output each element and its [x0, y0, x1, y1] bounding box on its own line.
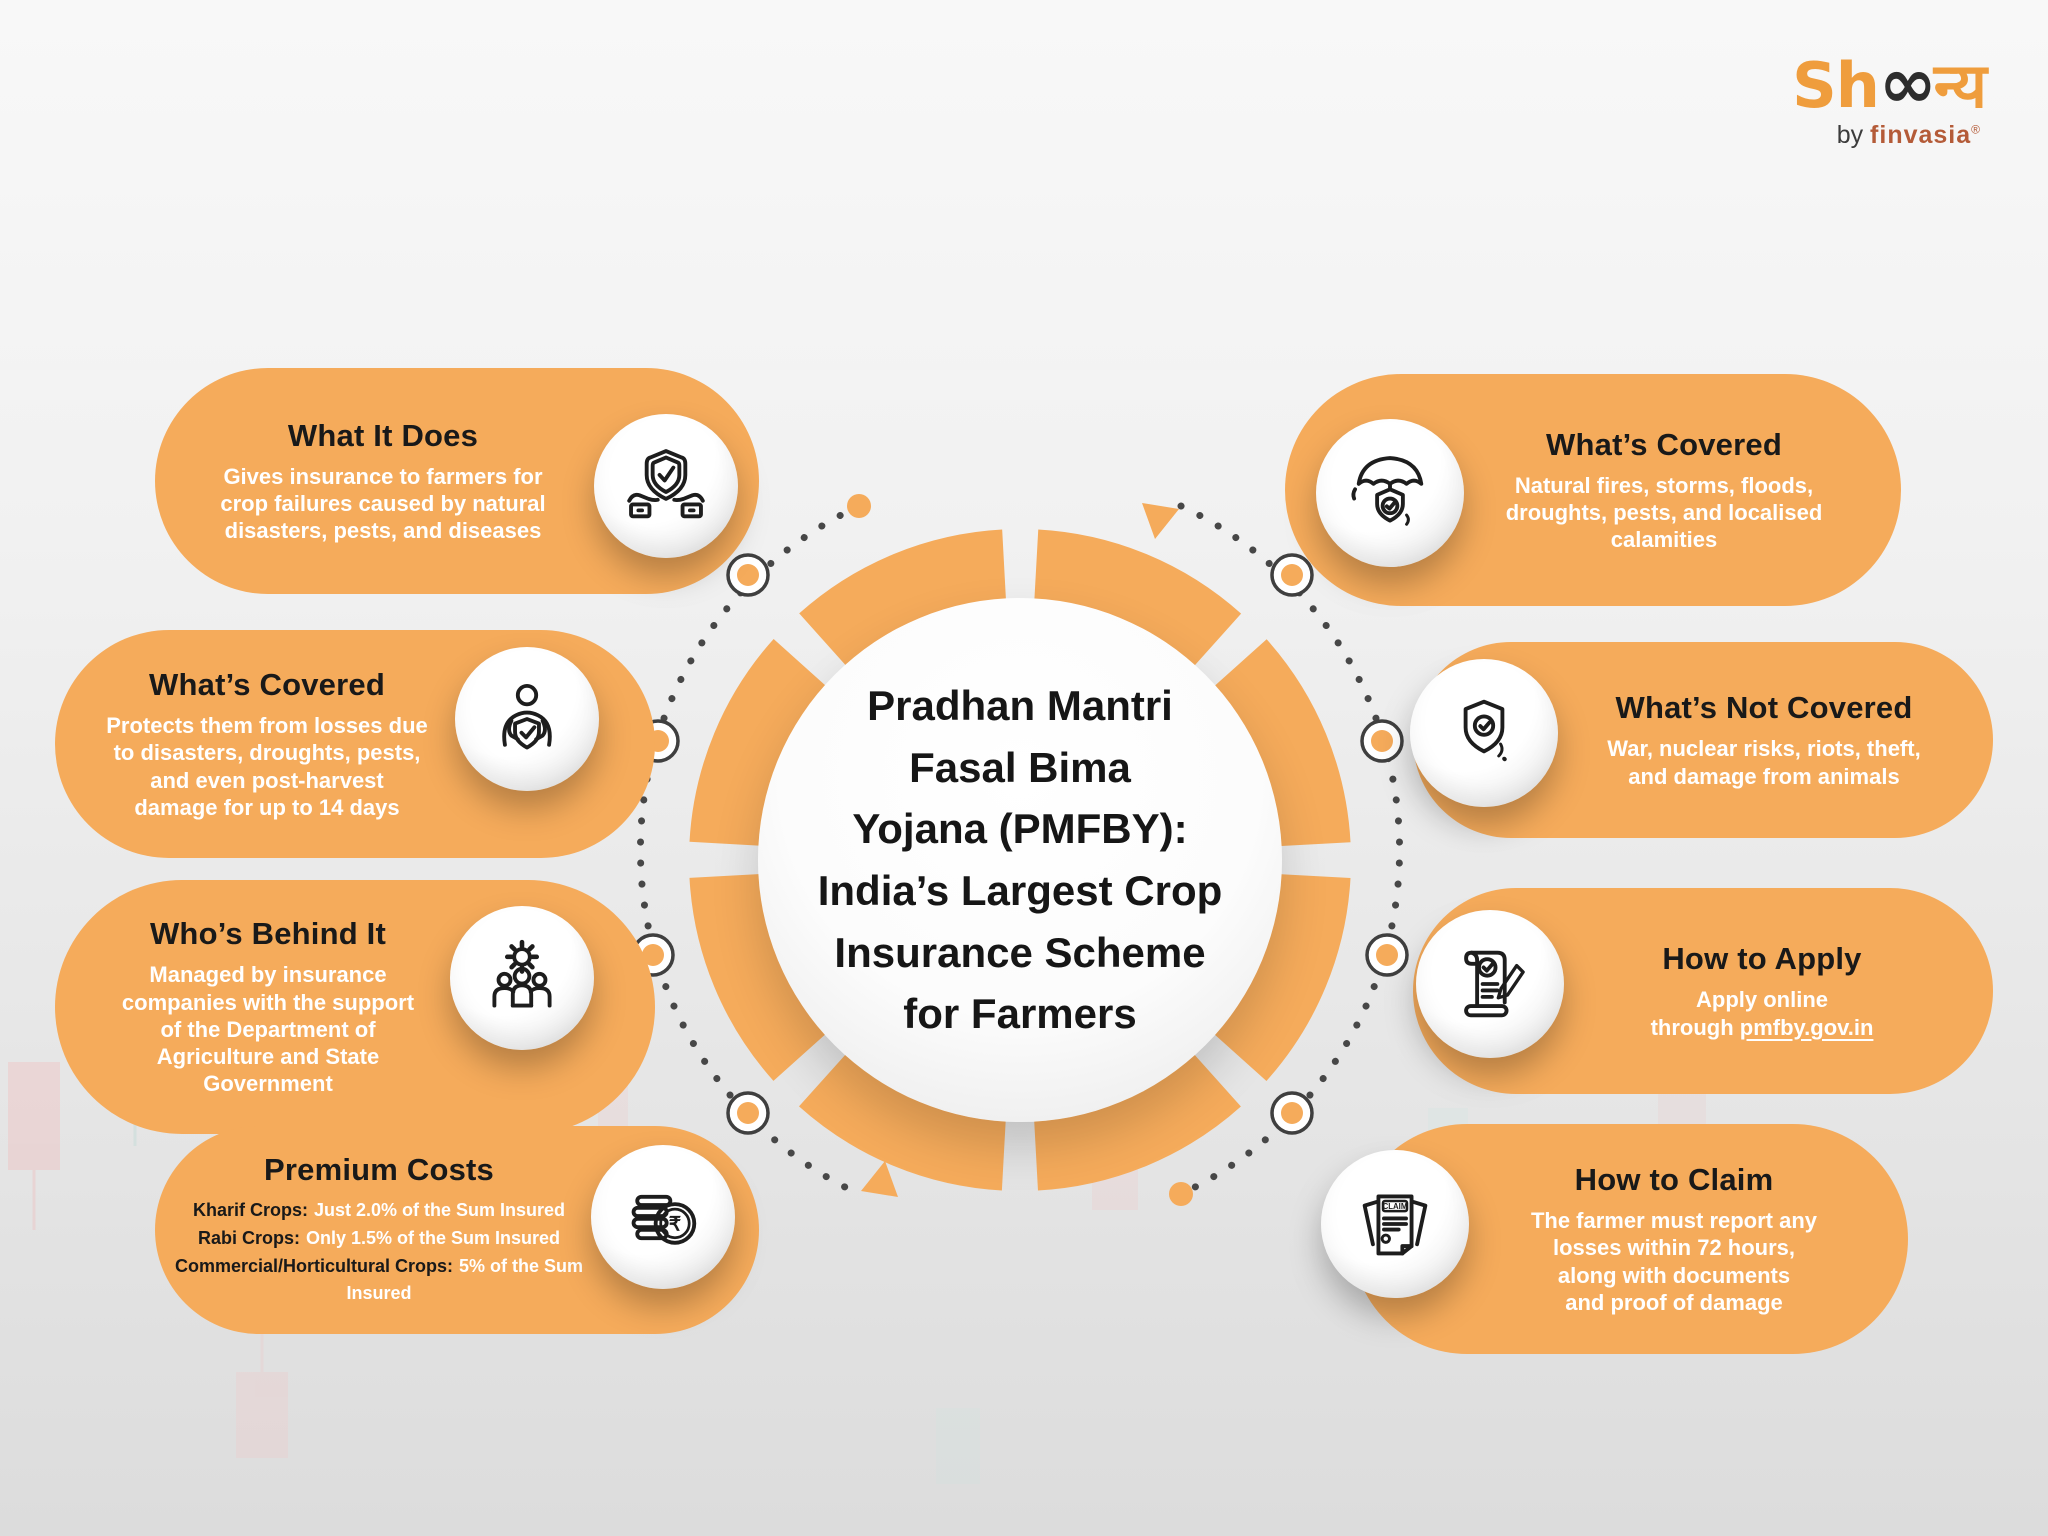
claim-label: CLAIM: [1383, 1202, 1408, 1211]
arc-start-dot: [1169, 1182, 1193, 1206]
card-title: How to Claim: [1574, 1161, 1774, 1197]
card-title: What It Does: [287, 417, 479, 453]
rupee-coins-icon: ₹: [631, 1194, 697, 1245]
card-body-line: Agriculture and State: [156, 1044, 380, 1070]
finvasia-brand: finvasia: [1870, 121, 1972, 150]
premium-value: 5% of the Sum Insured: [346, 1255, 584, 1304]
card-body-line: and proof of damage: [1565, 1289, 1783, 1315]
card-body-line: damage for up to 14 days: [134, 794, 400, 820]
card-body: Natural fires, storms, floods, droughts,…: [1469, 472, 1859, 554]
icon-circle: [1410, 659, 1558, 807]
card-body-line: disasters, pests, and diseases: [224, 518, 542, 544]
card-body-line: and even post-harvest: [150, 767, 384, 793]
card-title: What’s Not Covered: [1615, 690, 1913, 726]
premium-value: Just 2.0% of the Sum Insured: [313, 1199, 566, 1220]
card-body-line: Managed by insurance: [149, 962, 387, 988]
icon-circle: [1316, 419, 1464, 567]
card-body: Protects them from losses due to disaste…: [75, 712, 459, 821]
logo-devanagari: न्य: [1933, 49, 1987, 122]
card-body: Managed by insurance companies with the …: [75, 961, 461, 1097]
card-body-line: companies with the support: [121, 989, 415, 1015]
arc-arrowhead-icon: [861, 1161, 898, 1197]
claim-document-icon: CLAIM: [1362, 1194, 1428, 1256]
center-title-line: Pradhan Mantri: [867, 681, 1173, 729]
person-shield-icon: [502, 683, 552, 750]
icon-circle: [594, 414, 738, 558]
card-title: How to Apply: [1662, 941, 1862, 977]
logo-text: Sh: [1792, 49, 1880, 122]
card-body-line: Government: [203, 1071, 333, 1097]
card-title: What’s Covered: [1546, 426, 1782, 462]
center-title-line: Yojana (PMFBY):: [852, 805, 1188, 853]
premium-line-rabi: Rabi Crops:Only 1.5% of the Sum Insured: [167, 1225, 591, 1253]
premium-label: Rabi Crops:: [197, 1227, 300, 1248]
candlestick-watermark: [936, 1408, 980, 1484]
card-body-line: droughts, pests, and localised: [1505, 499, 1823, 525]
card-body: Apply online through pmfby.gov.in: [1569, 986, 1955, 1041]
byline-by: by: [1836, 121, 1864, 150]
candlestick-watermark: [236, 1334, 288, 1458]
infinity-icon: ∞: [1878, 44, 1937, 124]
card-body-line: along with documents: [1557, 1262, 1791, 1288]
premium-line-kharif: Kharif Crops:Just 2.0% of the Sum Insure…: [167, 1197, 591, 1225]
icon-circle: CLAIM: [1321, 1150, 1469, 1298]
apply-through-text: through: [1650, 1014, 1734, 1040]
card-body: The farmer must report any losses within…: [1478, 1207, 1870, 1316]
arc-start-dot: [847, 494, 871, 518]
icon-circle: [450, 906, 594, 1050]
card-body-line: Protects them from losses due: [106, 712, 428, 738]
premium-label: Kharif Crops:: [192, 1199, 308, 1220]
icon-circle: ₹: [591, 1145, 735, 1289]
rupee-symbol: ₹: [669, 1214, 681, 1235]
card-body-line: losses within 72 hours,: [1552, 1235, 1796, 1261]
arc-marker: [1270, 553, 1409, 1135]
card-body-line: and damage from animals: [1628, 763, 1900, 789]
card-body-line: War, nuclear risks, riots, theft,: [1607, 736, 1921, 762]
card-body: War, nuclear risks, riots, theft, and da…: [1569, 735, 1959, 790]
icon-circle: [455, 647, 599, 791]
center-title-circle: Pradhan Mantri Fasal Bima Yojana (PMFBY)…: [758, 598, 1282, 1122]
center-title-line: Fasal Bima: [909, 743, 1131, 791]
card-body-line: The farmer must report any: [1530, 1207, 1818, 1233]
card-body-line: calamities: [1610, 527, 1718, 553]
pmfby-gov-in-link[interactable]: pmfby.gov.in: [1739, 1014, 1874, 1040]
premium-line-commercial: Commercial/Horticultural Crops:5% of the…: [167, 1253, 591, 1309]
umbrella-shield-icon: [1351, 456, 1424, 526]
shoonya-logo: Sh∞न्य by finvasia®: [1792, 49, 1987, 150]
card-body-line: Apply online: [1696, 987, 1828, 1013]
card-title: Premium Costs: [264, 1151, 494, 1187]
center-title-line: for Farmers: [903, 990, 1137, 1038]
team-gear-icon: [492, 939, 552, 1008]
card-body-line: Gives insurance to farmers for: [223, 463, 543, 489]
card-body-line: through pmfby.gov.in: [1569, 1014, 1955, 1041]
card-how-to-claim: How to Claim The farmer must report any …: [1352, 1124, 1908, 1354]
arc-arrowhead-icon: [1142, 503, 1179, 539]
card-body-line: crop failures caused by natural: [220, 490, 546, 516]
registered-mark: ®: [1971, 123, 1980, 138]
apply-document-icon: [1464, 950, 1525, 1018]
card-title: What’s Covered: [149, 666, 385, 702]
card-body-line: of the Department of: [160, 1016, 376, 1042]
premium-value: Only 1.5% of the Sum Insured: [305, 1227, 561, 1248]
card-title: Who’s Behind It: [149, 916, 387, 952]
shield-hands-icon: [627, 449, 705, 519]
icon-circle: [1416, 910, 1564, 1058]
card-body: Gives insurance to farmers for crop fail…: [185, 463, 581, 545]
shield-check-icon: [1463, 699, 1507, 762]
candlestick-watermark: [8, 1062, 60, 1230]
shoonya-wordmark: Sh∞न्य: [1792, 49, 1987, 122]
premium-label: Commercial/Horticultural Crops:: [174, 1255, 454, 1276]
logo-byline: by finvasia®: [1792, 121, 1986, 150]
center-title-line: Insurance Scheme: [834, 928, 1206, 976]
center-title-line: India’s Largest Crop: [817, 867, 1223, 914]
arc-marker: [631, 553, 770, 1135]
card-body-line: Natural fires, storms, floods,: [1514, 472, 1814, 498]
card-body-line: to disasters, droughts, pests,: [113, 740, 421, 766]
